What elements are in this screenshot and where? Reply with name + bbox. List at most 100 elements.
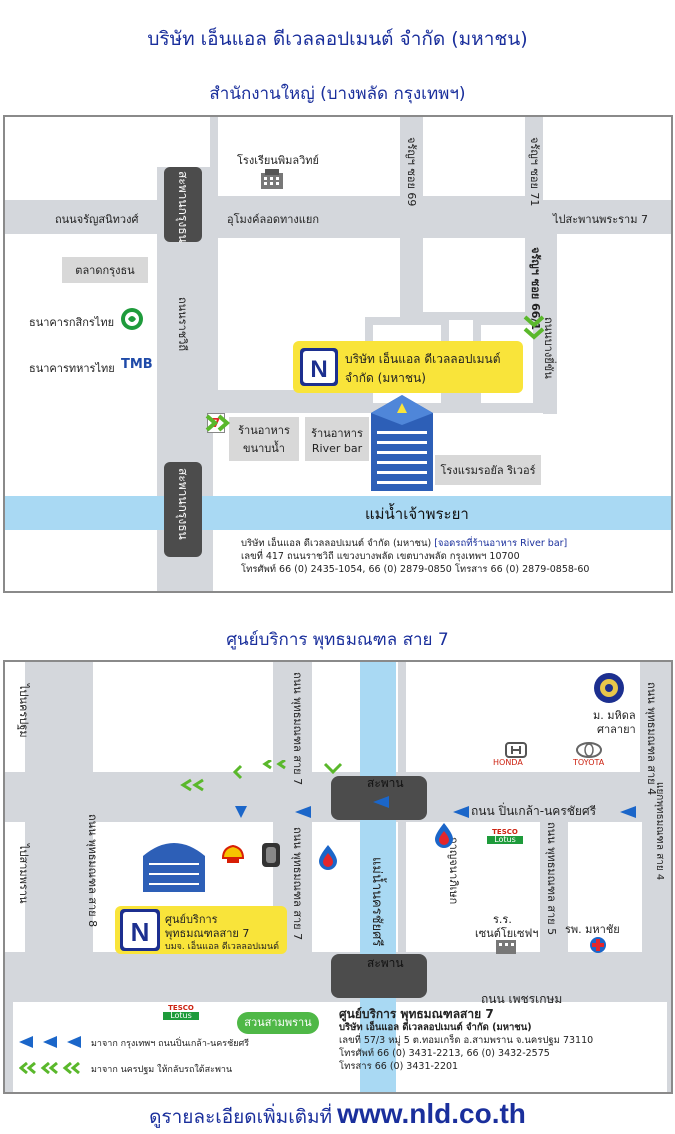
- nakhon-chaisri-river: [360, 662, 396, 1092]
- bridge-bottom: [331, 954, 427, 998]
- bridge-label-bottom: สะพานกรุงธน: [164, 462, 202, 557]
- block-right-top: [415, 230, 533, 320]
- tesco-lotus-top: TESCO Lotus: [487, 828, 523, 844]
- hq-address: บริษัท เอ็นแอล ดีเวลลอปเมนต์ จำกัด (มหาช…: [241, 538, 590, 575]
- nl-logo-icon: N: [300, 348, 338, 386]
- sampran-park-badge: สวนสามพราน: [237, 1012, 319, 1034]
- green-arrows-down-icon: [523, 315, 545, 340]
- bridge-top: [331, 776, 427, 820]
- legend-from-bangkok: มาจาก กรุงเทพฯ ถนนปิ่นเกล้า-นครชัยศรี: [91, 1039, 250, 1049]
- blue-arrow-icon-2: [620, 806, 636, 818]
- svg-text:N: N: [131, 917, 150, 947]
- service-box-line2: พุทธมณฑลสาย 7: [165, 927, 250, 940]
- legend-green-arrows-icon: [19, 1062, 80, 1074]
- road-label-soi71: จรัญฯ ซอย 71: [528, 137, 541, 207]
- blue-arrow-icon: [453, 806, 469, 818]
- stjoseph-label-2: เซนต์โยเซฟฯ: [475, 927, 539, 940]
- kbank-logo-icon: [121, 308, 143, 330]
- office-building-icon: [371, 395, 433, 491]
- bridge-label-top: สะพานกรุงธน: [164, 167, 202, 243]
- bridge-top-label: สะพาน: [367, 776, 404, 790]
- honda-logo-icon: [505, 742, 527, 758]
- footer-prefix: ดูรายละเอียดเพิ่มเติมที่: [149, 1106, 333, 1128]
- green-arrows-icon: [205, 414, 231, 432]
- website-link[interactable]: www.nld.co.th: [337, 1098, 526, 1129]
- toyota-logo-icon: [576, 742, 602, 758]
- royal-river-hotel: โรงแรมรอยัล ริเวอร์: [435, 455, 541, 485]
- road-charansanitwong: [5, 200, 671, 234]
- branch-map: แม่น้ำนครชัยศรี สะพาน สะพาน ไปนครปฐม ไปส…: [3, 660, 673, 1094]
- nl-logo-icon-2: N: [120, 909, 160, 951]
- ptt-logo-icon: [319, 845, 337, 870]
- road-label-soi4: ถนน พุทธมณฑล สาย 4: [645, 682, 658, 796]
- svg-text:N: N: [310, 356, 327, 383]
- stjoseph-label-1: ร.ร.: [493, 913, 512, 926]
- road-bangyikhan: [543, 234, 557, 414]
- to-nakhonpathom-label: ไปนครปฐม: [17, 684, 30, 738]
- to-sampran-label: ไปสามพราน: [17, 844, 30, 904]
- shell-logo-icon: [221, 844, 245, 863]
- kbank-label: ธนาคารกสิกรไทย: [29, 316, 115, 329]
- school-icon: [261, 169, 283, 189]
- service-box-line3: บมจ. เอ็นแอล ดีเวลลอปเมนต์: [165, 942, 279, 952]
- legend-from-nakhonpathom: มาจาก นครปฐม ให้กลับรถใต้สะพาน: [91, 1065, 233, 1075]
- tesco-lotus-bottom: TESCO Lotus: [163, 1004, 199, 1020]
- hospital-label: รพ. มหาชัย: [565, 923, 620, 936]
- tmb-label: ธนาคารทหารไทย: [29, 362, 115, 375]
- road-left-vertical: [25, 662, 85, 952]
- honda-label: HONDA: [493, 758, 523, 767]
- intersection-label: แยกพุทธมณฑล สาย 4: [654, 782, 665, 881]
- salaya-label: ศาลายา: [597, 723, 636, 736]
- branch-title: ศูนย์บริการ พุทธมณฑล สาย 7: [226, 630, 449, 650]
- blue-arrow-down-icon: [235, 806, 247, 818]
- road-label-ratchawithi: ถนนราชวิถี: [176, 297, 189, 352]
- ptt-logo-icon-2: [435, 823, 453, 848]
- hq-map: แม่น้ำเจ้าพระยา สะพานกรุงธน สะพานกรุงธน …: [3, 115, 673, 593]
- branch-address: ศูนย์บริการ พุทธมณฑลสาย 7 บริษัท เอ็นแอล…: [339, 1007, 594, 1073]
- toyota-label: TOYOTA: [573, 758, 605, 767]
- blue-arrow-icon-3: [373, 796, 389, 808]
- road-label-soi69: จรัญฯ ซอย 69: [405, 137, 418, 207]
- road-label-underpass: อุโมงค์ลอดทางแยก: [227, 213, 319, 226]
- green-uturn-arrows-icon: [232, 760, 286, 780]
- restaurant-khanabnam: ร้านอาหารขนาบน้ำ: [229, 417, 299, 461]
- hq-title: สำนักงานใหญ่ (บางพลัด กรุงเทพฯ): [209, 84, 466, 104]
- green-turn-arrow-icon: [323, 762, 343, 775]
- mahidol-logo-icon: [594, 673, 624, 703]
- canal-label: แม่น้ำนครชัยศรี: [369, 857, 384, 947]
- block-hospital: [560, 814, 650, 960]
- market-box: ตลาดกรุงธน: [62, 257, 148, 283]
- block-top-left: [85, 662, 281, 780]
- road-label-phetkasem: ถนน เพชรเกษม: [481, 992, 563, 1006]
- green-arrows-icon: [180, 778, 204, 792]
- road-label-charansanitwong: ถนนจรัญสนิทวงศ์: [55, 213, 139, 226]
- tmb-logo-icon: TMB: [121, 357, 153, 372]
- tire-shop-icon: [262, 843, 280, 867]
- road-label-soi7-mid: ถนน พุทธมณฑล สาย 7: [291, 827, 304, 941]
- road-label-to-rama7: ไปสะพานพระราม 7: [553, 213, 648, 226]
- legend-blue-arrows-icon: [19, 1036, 81, 1048]
- chao-phraya-river: [5, 496, 671, 530]
- block-soi69-71: [415, 117, 533, 204]
- block-school: [398, 814, 548, 960]
- school-building-icon: [496, 940, 516, 954]
- blue-arrow-icon-4: [295, 806, 311, 818]
- company-box-line2: จำกัด (มหาชน): [345, 371, 426, 385]
- school-label: โรงเรียนพิมลวิทย์: [237, 154, 319, 167]
- mahidol-label: ม. มหิดล: [593, 709, 636, 722]
- service-building-icon: [143, 843, 205, 892]
- block-bottom: [5, 994, 671, 1092]
- hospital-cross-icon: [590, 937, 606, 953]
- road-label-soi7-top: ถนน พุทธมณฑล สาย 7: [291, 672, 304, 786]
- road-label-soi5: ถนน พุทธมณฑล สาย 5: [545, 822, 558, 936]
- company-box-line1: บริษัท เอ็นแอล ดีเวลลอปเมนต์: [345, 352, 501, 366]
- block-school: [210, 117, 408, 204]
- bridge-bottom-label: สะพาน: [367, 956, 404, 970]
- service-box-line1: ศูนย์บริการ: [165, 913, 218, 926]
- road-label-pinklao: ถนน ปิ่นเกล้า-นครชัยศรี: [471, 804, 597, 818]
- footer: ดูรายละเอียดเพิ่มเติมที่ www.nld.co.th: [0, 1098, 675, 1132]
- road-label-soi8: ถนน พุทธมณฑล สาย 8: [86, 814, 99, 928]
- river-label: แม่น้ำเจ้าพระยา: [365, 505, 469, 523]
- company-title: บริษัท เอ็นแอล ดีเวลลอปเมนต์ จำกัด (มหาช…: [147, 28, 528, 50]
